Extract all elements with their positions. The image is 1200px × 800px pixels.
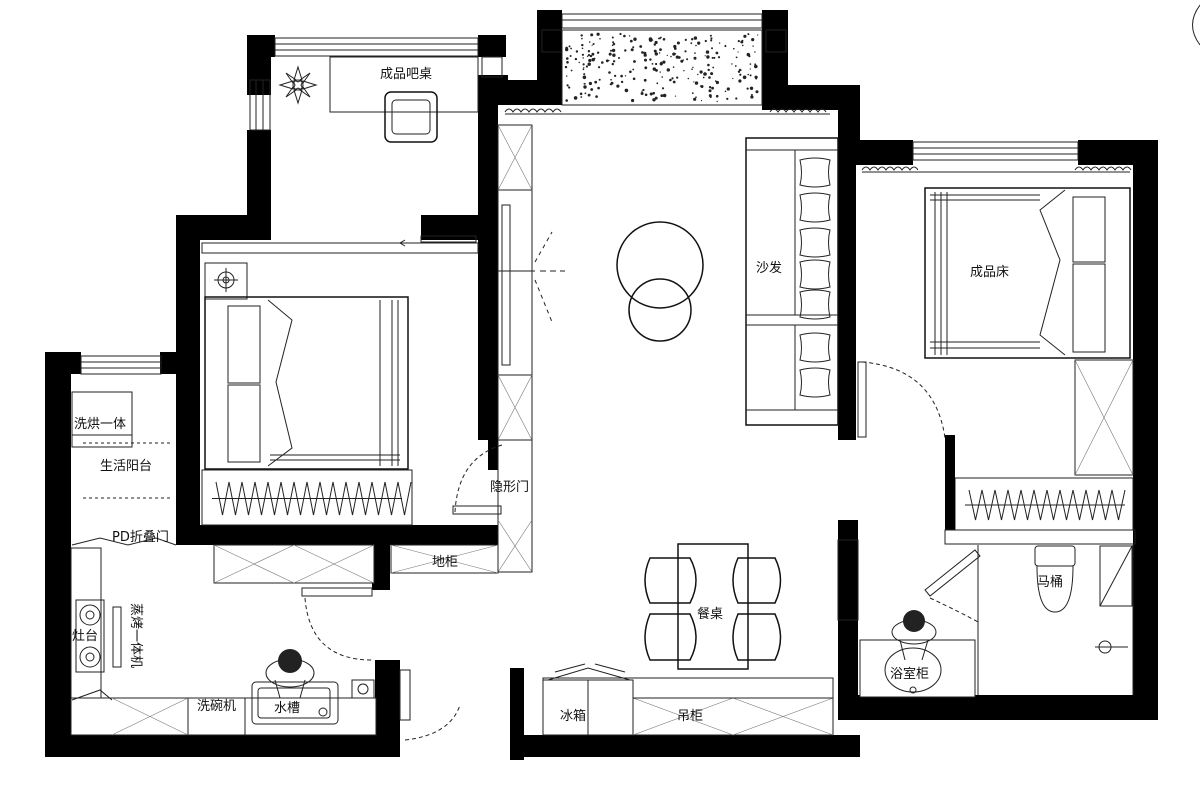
right-bedroom: 成品床 bbox=[857, 187, 1136, 545]
label-stove: 灶台 bbox=[72, 629, 98, 644]
living-room: 沙发 bbox=[616, 137, 859, 621]
label-bath-cabinet: 浴室柜 bbox=[890, 666, 929, 682]
bedroom-light-icon bbox=[204, 262, 248, 300]
label-hidden-door: 隐形门 bbox=[490, 480, 529, 495]
label-fridge: 冰箱 bbox=[560, 708, 586, 724]
dining-chairs-icon bbox=[644, 557, 782, 661]
label-sofa: 沙发 bbox=[756, 260, 782, 276]
wardrobe-left bbox=[201, 469, 413, 526]
label-dining-table: 餐桌 bbox=[697, 606, 723, 622]
label-living-balcony: 生活阳台 bbox=[100, 459, 152, 474]
label-steam-oven: 蒸烤一体机 bbox=[128, 603, 143, 668]
corner-mark bbox=[1192, 4, 1200, 46]
stove-icon: 灶台 bbox=[72, 599, 105, 673]
bathroom: 马桶 浴室柜 bbox=[859, 545, 1134, 698]
toilet-icon: 马桶 bbox=[1034, 545, 1076, 613]
floor-drain-icon bbox=[1095, 640, 1128, 654]
windows bbox=[80, 13, 1079, 375]
bath-cabinet: 浴室柜 bbox=[859, 639, 976, 698]
bar-table bbox=[329, 56, 479, 113]
label-washer-dryer: 洗烘一体 bbox=[74, 417, 126, 432]
fridge-cabinet-row: 冰箱 吊柜 bbox=[542, 663, 834, 736]
label-floor-cabinet: 地柜 bbox=[432, 555, 458, 570]
study-room: 成品吧桌 bbox=[278, 56, 479, 247]
chair-icon bbox=[384, 91, 438, 143]
round-tables-icon bbox=[616, 221, 704, 342]
wardrobe-right bbox=[954, 477, 1134, 531]
curtains bbox=[504, 108, 1132, 173]
floor-cabinet: 地柜 bbox=[213, 544, 499, 661]
label-toilet: 马桶 bbox=[1037, 575, 1063, 590]
plant-icon bbox=[278, 65, 318, 105]
kitchen: 灶台 蒸烤一体机 洗碗机 水槽 bbox=[70, 547, 461, 741]
sink-icon: 水槽 bbox=[251, 681, 339, 725]
balcony-terrazzo bbox=[561, 29, 763, 106]
hidden-door: 隐形门 bbox=[452, 439, 533, 573]
bed-left bbox=[204, 296, 409, 470]
label-pd-folding-door: PD折叠门 bbox=[112, 530, 169, 545]
sofa: 沙发 bbox=[745, 137, 839, 426]
left-bedroom bbox=[201, 242, 479, 526]
laundry-balcony: 洗烘一体 生活阳台 PD折叠门 bbox=[71, 391, 177, 546]
person-icon-kitchen bbox=[265, 649, 315, 699]
label-dishwasher: 洗碗机 bbox=[197, 698, 236, 714]
label-bar-table: 成品吧桌 bbox=[380, 67, 432, 82]
person-icon-bath bbox=[891, 610, 937, 661]
bed-right: 成品床 bbox=[924, 187, 1131, 359]
label-sink: 水槽 bbox=[274, 701, 300, 716]
label-bed-right: 成品床 bbox=[970, 265, 1009, 280]
dining-area: 餐桌 bbox=[644, 543, 782, 670]
label-wall-cabinet: 吊柜 bbox=[677, 709, 703, 724]
walls bbox=[45, 10, 1158, 760]
corridor-cabinet bbox=[497, 124, 565, 441]
